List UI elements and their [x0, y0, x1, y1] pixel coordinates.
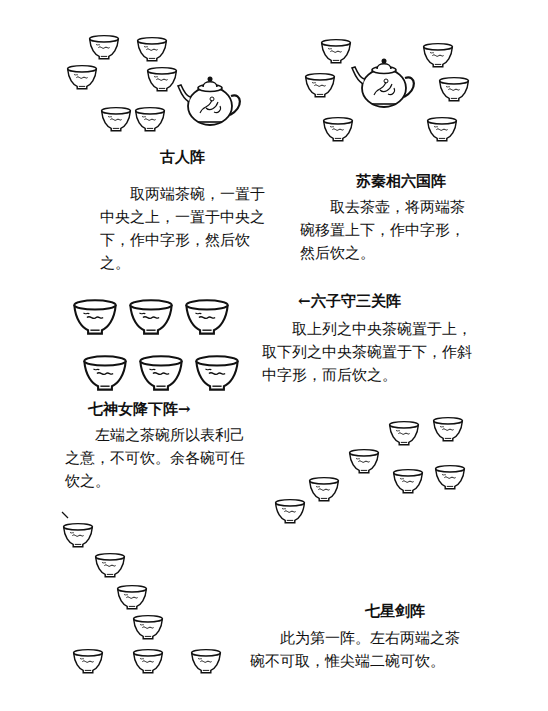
formation-title: 古人阵 — [100, 146, 265, 169]
cup-group — [68, 36, 240, 131]
formation-description: 取上列之中央茶碗置于上，取下列之中央茶碗置于下，作斜中字形，而后饮之。 — [262, 318, 474, 387]
formation-description: 左端之茶碗所以表利己之意，不可饮。余各碗可任饮之。 — [65, 424, 247, 493]
cup-group — [306, 40, 469, 141]
formation-title: 苏秦相六国阵 — [318, 170, 483, 193]
formation-title: 七神女降下阵→ — [88, 398, 248, 421]
cup-group — [62, 512, 220, 673]
cup-group — [276, 418, 465, 523]
cup-group — [74, 300, 237, 389]
formation-title: 七星剑阵 — [330, 600, 460, 623]
formation-description: 此为第一阵。左右两端之茶碗不可取，惟尖端二碗可饮。 — [250, 627, 464, 673]
formation-description: 取两端茶碗，一置于中央之上，一置于中央之下，作中字形，然后饮之。 — [100, 183, 265, 275]
formation-description: 取去茶壶，将两端茶碗移置上下，作中字形，然后饮之。 — [300, 196, 465, 265]
formation-title: ←六子守三关阵 — [298, 290, 458, 313]
